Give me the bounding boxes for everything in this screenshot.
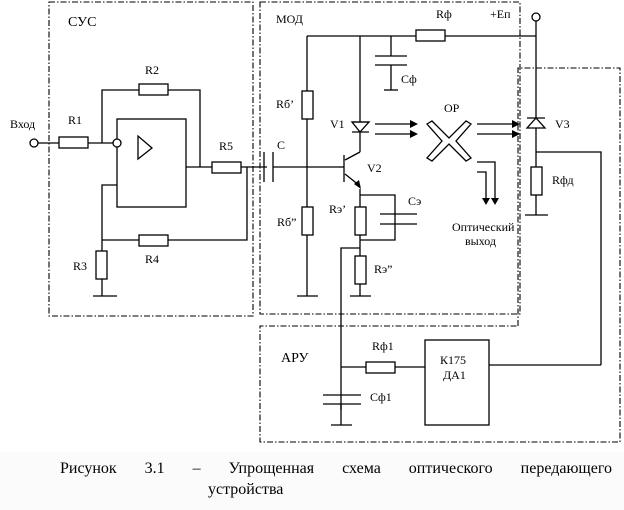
resistor-re1 [354, 206, 367, 236]
supply-terminal [531, 12, 541, 22]
transistor-v2-emitter-arrow [354, 180, 361, 189]
resistor-r2 [138, 83, 169, 96]
cf1-label: Сф1 [370, 390, 392, 404]
resistor-rb1 [301, 90, 314, 120]
re1-label: Rэ’ [329, 202, 346, 216]
r2-label: R2 [145, 63, 159, 77]
rfd-label: Rфд [552, 173, 574, 187]
r5-label: R5 [219, 139, 233, 153]
r1-label: R1 [68, 113, 82, 127]
rb2-label: Rб” [277, 215, 296, 229]
rb1-label: Rб’ [276, 97, 294, 111]
input-label: Вход [10, 117, 35, 131]
v1-label: V1 [330, 117, 345, 131]
optical-out-label-2: выход [465, 234, 496, 248]
op-label: ОР [444, 101, 460, 115]
photodiode-v3-icon [525, 117, 547, 129]
rf1-label: Rф1 [372, 339, 394, 353]
resistor-rf1 [365, 361, 396, 374]
block-mod-boundary [259, 1, 521, 315]
block-aru-boundary [259, 67, 621, 443]
ce-label: Сэ [408, 194, 421, 208]
ic-k175da1-block [424, 339, 490, 426]
r3-label: R3 [73, 259, 87, 273]
resistor-rf [415, 29, 446, 42]
caption-line-2: устройства [208, 481, 284, 498]
r4-label: R4 [145, 252, 159, 266]
led-v1-icon [350, 121, 371, 134]
resistor-r1 [58, 136, 89, 149]
resistor-rb2 [301, 206, 314, 236]
amplifier-triangle-icon [137, 134, 154, 161]
optical-splitter-icon [425, 120, 473, 162]
opamp-block [116, 118, 187, 208]
optical-out-label-1: Оптический [452, 220, 515, 234]
re2-label: Rэ” [374, 262, 392, 276]
block-aru-title: АРУ [281, 351, 309, 366]
cf-label: Сф [401, 72, 417, 86]
figure-caption: Рисунок 3.1 – Упрощенная схема оптическо… [0, 452, 624, 510]
resistor-re2 [354, 255, 367, 285]
v3-label: V3 [555, 117, 570, 131]
resistor-r3 [95, 250, 108, 280]
inverting-input-marker [112, 138, 122, 148]
ic-label-1: К175 [440, 353, 466, 367]
circuit-diagram: СУС МОД АРУ Вход R1 R2 R5 R4 R3 С Rф +Eп… [10, 1, 621, 443]
v2-label: V2 [367, 161, 382, 175]
block-mod-title: МОД [276, 12, 303, 26]
block-sus-title: СУС [68, 15, 96, 30]
c-label: С [277, 138, 285, 152]
input-terminal [29, 138, 39, 148]
supply-label: +Eп [490, 7, 511, 21]
rf-label: Rф [436, 7, 452, 21]
resistor-r4 [138, 234, 169, 247]
caption-line-1: Рисунок 3.1 – Упрощенная схема оптическо… [60, 460, 612, 477]
resistor-rfd [530, 166, 543, 196]
ic-label-2: ДА1 [443, 368, 466, 382]
resistor-r5 [211, 161, 242, 174]
block-sus-boundary [48, 1, 254, 317]
